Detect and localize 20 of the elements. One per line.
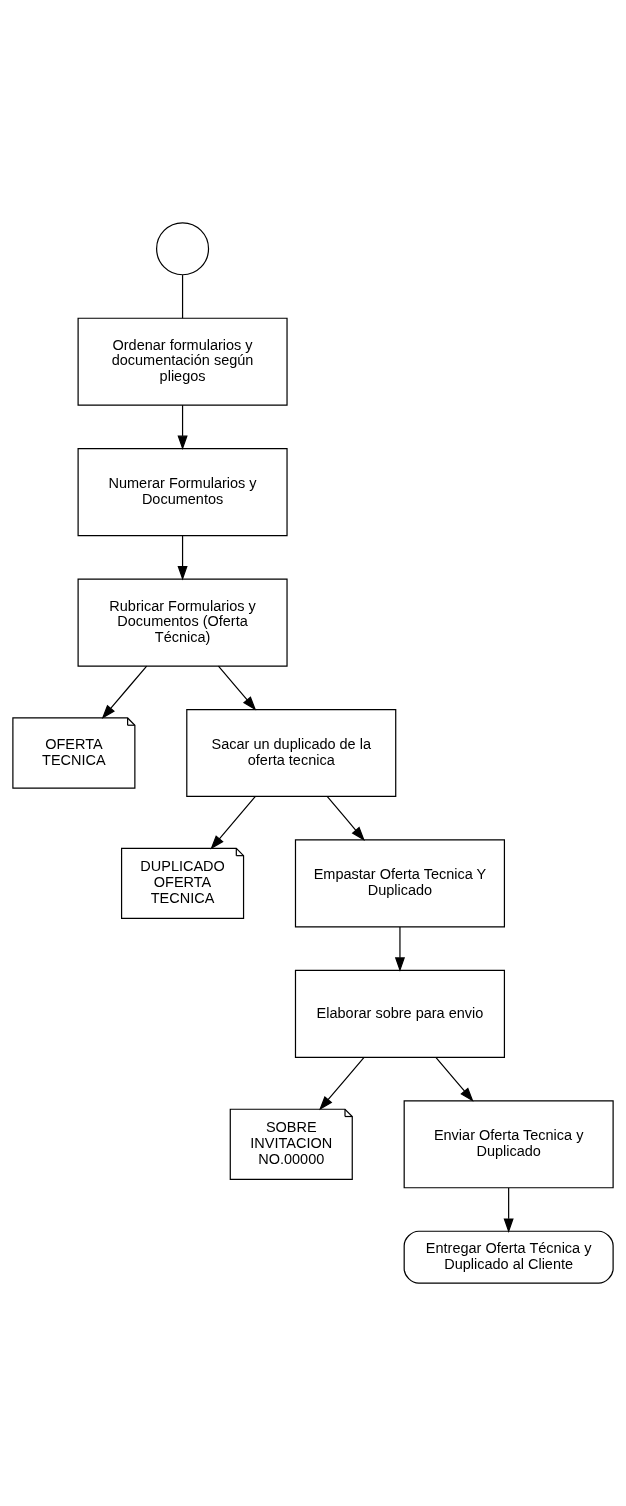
connector — [181, 274, 184, 319]
node-box: Entregar Oferta Técnica y Duplicado al Cliente — [403, 1230, 614, 1284]
arrow — [177, 535, 188, 581]
node-box: Elaborar sobre para envio — [294, 969, 506, 1058]
node-box: Enviar Oferta Tecnica y Duplicado — [403, 1100, 614, 1189]
arrow — [177, 404, 188, 451]
arrow — [217, 665, 257, 711]
arrow — [435, 1056, 474, 1102]
arrow — [319, 1056, 365, 1111]
arrow — [503, 1187, 514, 1233]
arrow — [394, 926, 406, 972]
arrow — [210, 795, 256, 850]
node-box: Rubricar Formularios y Documentos (Oferta Técnica) — [77, 578, 288, 667]
arrow — [101, 665, 148, 720]
node-circle — [156, 222, 210, 276]
node-box: Numerar Formularios y Documentos — [77, 448, 288, 537]
node-box: Empastar Oferta Tecnica Y Duplicado — [294, 839, 506, 928]
node-box: Sacar un duplicado de la oferta tecnica — [186, 708, 397, 798]
node-box: Ordenar formularios y documentación según pliegos — [77, 317, 288, 406]
arrow — [326, 795, 365, 841]
